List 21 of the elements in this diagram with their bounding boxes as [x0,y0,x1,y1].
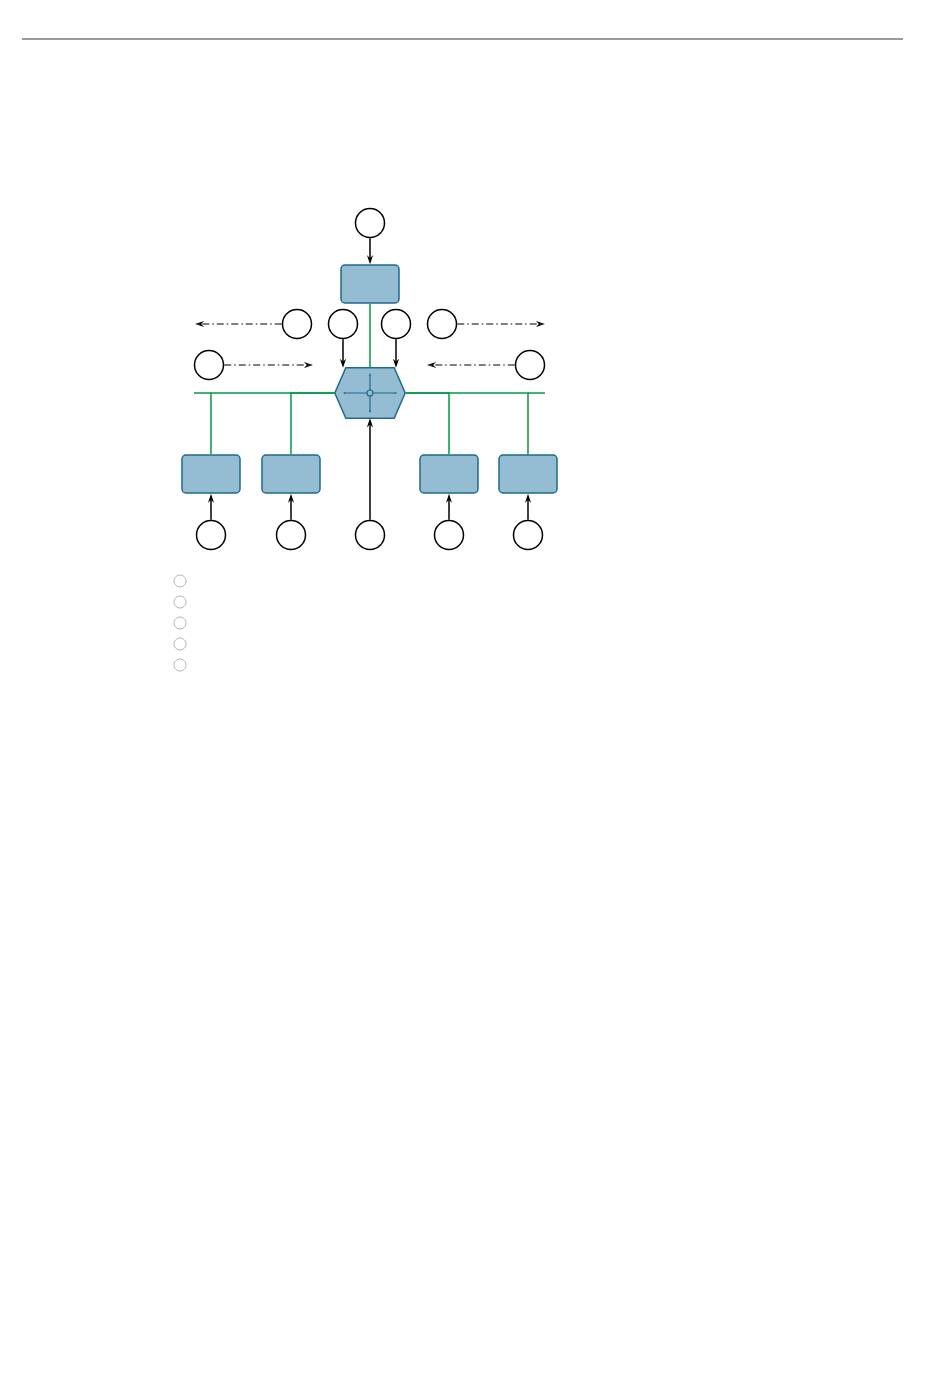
process-box [340,264,400,304]
process-box [419,454,479,494]
connector-line [404,392,529,455]
process-box [181,454,241,494]
connector-line [290,392,336,455]
circle-node [327,308,359,340]
connector-line [369,303,371,369]
circle-node [354,207,386,239]
circle-node [195,519,227,551]
circle-node [433,519,465,551]
circle-node [193,349,225,381]
hexagon-node [334,367,406,419]
circle-node [514,349,546,381]
circle-node [426,308,458,340]
circle-node [275,519,307,551]
circle-node [380,308,412,340]
process-box [261,454,321,494]
circle-node [354,519,386,551]
process-box [498,454,558,494]
circle-node [512,519,544,551]
circle-node [281,308,313,340]
